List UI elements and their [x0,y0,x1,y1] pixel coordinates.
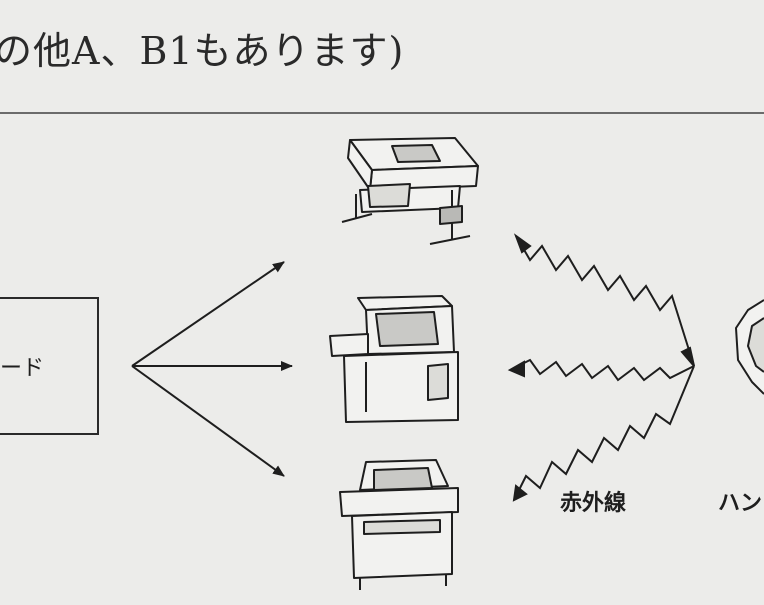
header-text: の他A、B1もあります) [0,29,405,73]
source-box-label: ード [0,356,44,381]
table-cabinet-icon [341,137,479,245]
header-divider [0,112,764,114]
upright-cabinet-icon [329,295,459,423]
cocktail-cabinet-icon [339,459,459,590]
infrared-link-bottom [513,365,695,501]
handset-icon [735,299,764,395]
source-box: ード [0,297,99,435]
infrared-label: 赤外線 [560,490,626,516]
fanout-arrows [131,261,293,477]
infrared-link-top [515,235,695,367]
arrow-to-bottom-cabinet [131,365,285,477]
handset-label: ハン [718,491,762,516]
infrared-links [507,233,695,502]
infrared-link-middle [513,358,695,382]
arrow-to-top-cabinet [131,261,285,367]
